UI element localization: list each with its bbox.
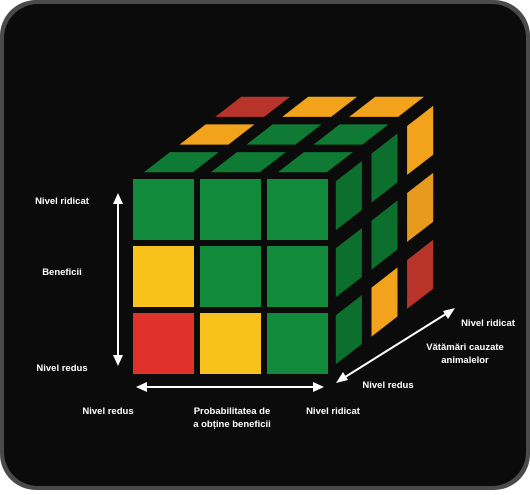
horizontal-axis-left-label: Nivel redus	[82, 406, 133, 417]
front-tile-r2c1	[133, 246, 194, 307]
front-tile-r2c2	[200, 246, 261, 307]
depth-axis-near-label: Nivel redus	[362, 380, 413, 391]
front-tile-r3c2	[200, 313, 261, 374]
vertical-axis-top-label: Nivel ridicat	[35, 196, 90, 207]
front-tile-r1c3	[267, 179, 328, 240]
vertical-axis-bottom-label: Nivel redus	[36, 363, 87, 374]
front-tile-r1c2	[200, 179, 261, 240]
front-tile-r1c1	[133, 179, 194, 240]
front-tile-r2c3	[267, 246, 328, 307]
vertical-axis-title: Beneficii	[42, 267, 82, 278]
horizontal-axis-right-label: Nivel ridicat	[306, 406, 361, 417]
horizontal-axis-title-line1: Probabilitatea de	[194, 406, 271, 417]
cube-front-face	[133, 179, 328, 374]
depth-axis-title-line1: Vătămări cauzate	[426, 342, 504, 353]
front-tile-r3c1	[133, 313, 194, 374]
horizontal-axis-title-line2: a obține beneficii	[193, 419, 271, 430]
front-tile-r3c3	[267, 313, 328, 374]
depth-axis-title-line2: animalelor	[441, 355, 489, 366]
depth-axis-far-label: Nivel ridicat	[461, 318, 516, 329]
